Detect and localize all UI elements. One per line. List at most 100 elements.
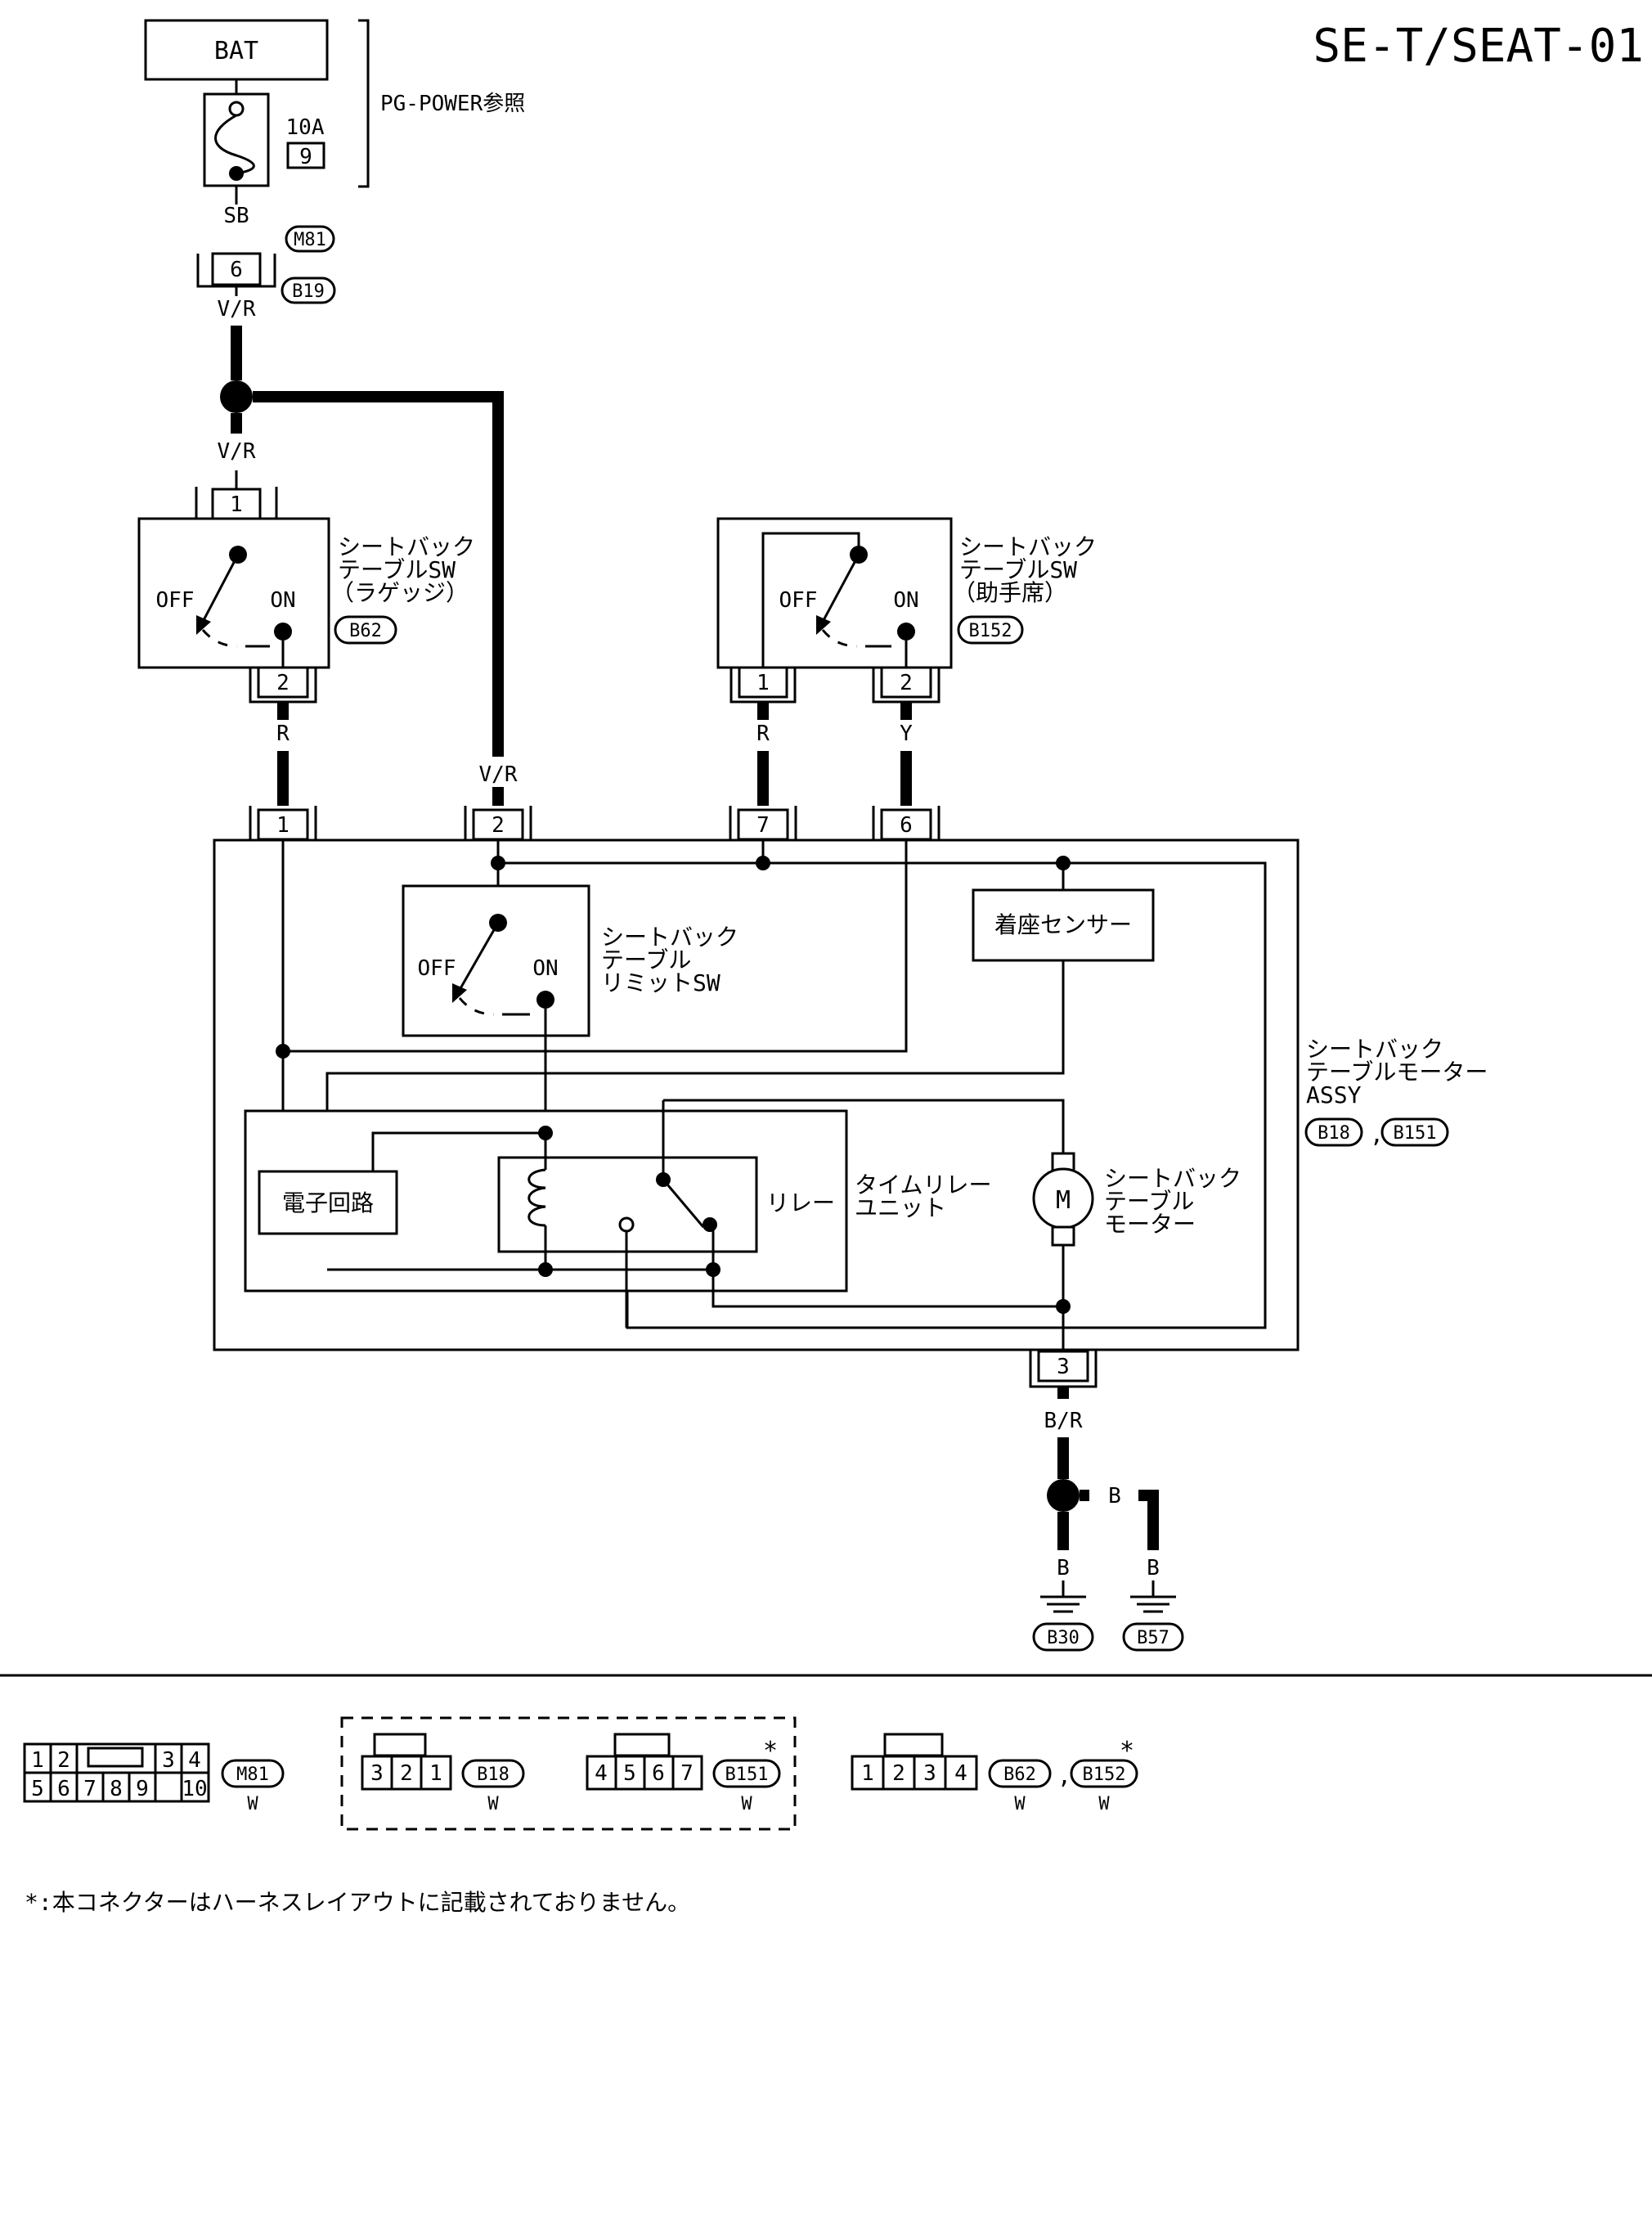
wire-label-b-1: B xyxy=(1057,1556,1070,1580)
wire-label-b-splice: B xyxy=(1108,1484,1121,1508)
motor-symbol: M xyxy=(1056,1186,1071,1215)
legend-name-b151: B151 xyxy=(725,1765,769,1785)
b152-pin1: 1 xyxy=(756,671,770,695)
passenger-table-switch xyxy=(716,517,953,669)
luggage-sw-arrow-icon xyxy=(196,615,211,635)
passenger-sw-travel-dashes xyxy=(821,629,858,648)
assy-connector-sep: , xyxy=(1370,1121,1384,1148)
motor-ground-node xyxy=(1056,1299,1071,1314)
wire-b-to-b57 xyxy=(1138,1490,1159,1550)
connector-tag-b151 xyxy=(1380,1117,1449,1147)
wire-label-vr-3: V/R xyxy=(479,762,518,787)
wire-label-r-luggage: R xyxy=(276,722,290,746)
limit-sw-arrow-icon xyxy=(452,983,467,1003)
assy-pin7-box xyxy=(737,808,789,841)
assy-pin-2-group: 2 xyxy=(464,806,532,841)
assy-pin6-shell xyxy=(872,806,940,840)
assy-pin2-shell xyxy=(464,806,532,840)
b62-lock xyxy=(883,1733,944,1757)
passenger-sw-on-label: ON xyxy=(893,588,918,613)
battery-box xyxy=(144,19,329,81)
page-title: SE-T/SEAT-01 xyxy=(1313,20,1644,73)
ground-splice xyxy=(1047,1479,1080,1512)
wire-vr-to-assy xyxy=(253,391,504,757)
b62-face-pin-4: 4 xyxy=(954,1761,967,1786)
connector-label-b151: B151 xyxy=(1394,1123,1437,1144)
bus-node-sensor xyxy=(1056,856,1071,870)
passenger-sw-internal-wire xyxy=(761,532,860,668)
passenger-sw-name-3: （助手席） xyxy=(953,579,1067,606)
assy-pin-3: 3 xyxy=(1057,1355,1070,1379)
junction-connector xyxy=(211,252,262,286)
bus-node-pin7 xyxy=(756,856,770,870)
connector-tag-m81 xyxy=(285,225,335,253)
legend-name-m81: M81 xyxy=(236,1765,269,1785)
assy-name-1: シートバック xyxy=(1306,1036,1443,1063)
legend-tag-b62 xyxy=(988,1759,1052,1788)
m81-pin-5: 5 xyxy=(31,1777,44,1801)
assy-pin3-box xyxy=(1037,1350,1089,1383)
motor-name-2: テーブル xyxy=(1104,1188,1194,1215)
b18-pin-3: 3 xyxy=(370,1761,384,1786)
assy-pin-2: 2 xyxy=(492,813,505,838)
assy-pin-7-group: 7 xyxy=(729,806,797,841)
legend-color-b62: W xyxy=(1014,1794,1026,1814)
legend-name-b18: B18 xyxy=(477,1765,510,1785)
passenger-sw-name-2: テーブルSW xyxy=(959,556,1077,583)
connector-label-b152: B152 xyxy=(969,621,1012,641)
assy-pin1-shell xyxy=(249,806,317,840)
fuse-ampere: 10A xyxy=(286,115,325,140)
legend-tag-m81 xyxy=(221,1759,285,1788)
assy-pin-1-group: 1 xyxy=(249,806,317,841)
luggage-sw-on-contact xyxy=(274,623,292,641)
ground-b57-icon xyxy=(1130,1580,1176,1613)
legend-color-b151: W xyxy=(741,1794,752,1814)
b151-pin-4: 4 xyxy=(595,1761,608,1786)
legend-tag-b18 xyxy=(461,1759,525,1788)
legend-dashed-group xyxy=(340,1716,797,1831)
fuse-number: 9 xyxy=(299,145,312,169)
wire-label-br: B/R xyxy=(1044,1409,1083,1433)
wire-label-b-2: B xyxy=(1147,1556,1160,1580)
b152-pin2: 2 xyxy=(900,671,913,695)
assy-name-3: ASSY xyxy=(1306,1081,1362,1108)
legend-color-b18: W xyxy=(487,1794,499,1814)
electronic-circuit-label: 電子回路 xyxy=(282,1189,374,1216)
fuse-top-terminal xyxy=(228,101,245,117)
b18-face xyxy=(361,1755,452,1791)
luggage-sw-off-label: OFF xyxy=(156,588,195,613)
legend-asterisk-b151: * xyxy=(763,1737,778,1765)
connector-tag-b152 xyxy=(957,615,1024,645)
b62-face-pin-2: 2 xyxy=(892,1761,905,1786)
relay-no-contact xyxy=(703,1217,717,1232)
relay-contact-arm xyxy=(662,1179,705,1228)
luggage-sw-on-label: ON xyxy=(270,588,295,613)
luggage-sw-name-3: （ラゲッジ） xyxy=(331,579,469,606)
b152-pin1-box xyxy=(738,666,788,699)
m81-pin-7: 7 xyxy=(83,1777,97,1801)
motor-name-3: モーター xyxy=(1104,1211,1196,1238)
assy-pin-1: 1 xyxy=(276,813,290,838)
legend-asterisk-b152: * xyxy=(1120,1737,1134,1765)
time-relay-name-2: ユニット xyxy=(855,1194,946,1221)
legend-b62-connector: 1 2 3 4 B62 W , B152 * W xyxy=(851,1733,1138,1814)
connector-label-b19: B19 xyxy=(292,281,325,302)
footnote: *:本コネクターはハーネスレイアウトに記載されておりません。 xyxy=(25,1889,690,1916)
b62-face-pin-3: 3 xyxy=(923,1761,936,1786)
b62-face-pin-1: 1 xyxy=(861,1761,874,1786)
limit-sw-name-1: シートバック xyxy=(601,924,738,951)
assy-pin-6: 6 xyxy=(900,813,913,838)
assy-pin-7: 7 xyxy=(756,813,770,838)
b18-pin-2: 2 xyxy=(400,1761,413,1786)
limit-sw-name-2: テーブル xyxy=(601,946,691,973)
passenger-sw-on-contact xyxy=(897,623,915,641)
luggage-sw-name-1: シートバック xyxy=(338,533,475,560)
legend-color-b152: W xyxy=(1098,1794,1110,1814)
m81-pin-6: 6 xyxy=(57,1777,70,1801)
relay-to-motor-wire xyxy=(663,1099,1065,1153)
limit-sw-name-3: リミットSW xyxy=(601,969,721,996)
passenger-sw-off-label: OFF xyxy=(779,588,818,613)
connector-tag-b18 xyxy=(1304,1117,1363,1147)
power-reference-note: PG-POWER参照 xyxy=(380,92,525,116)
